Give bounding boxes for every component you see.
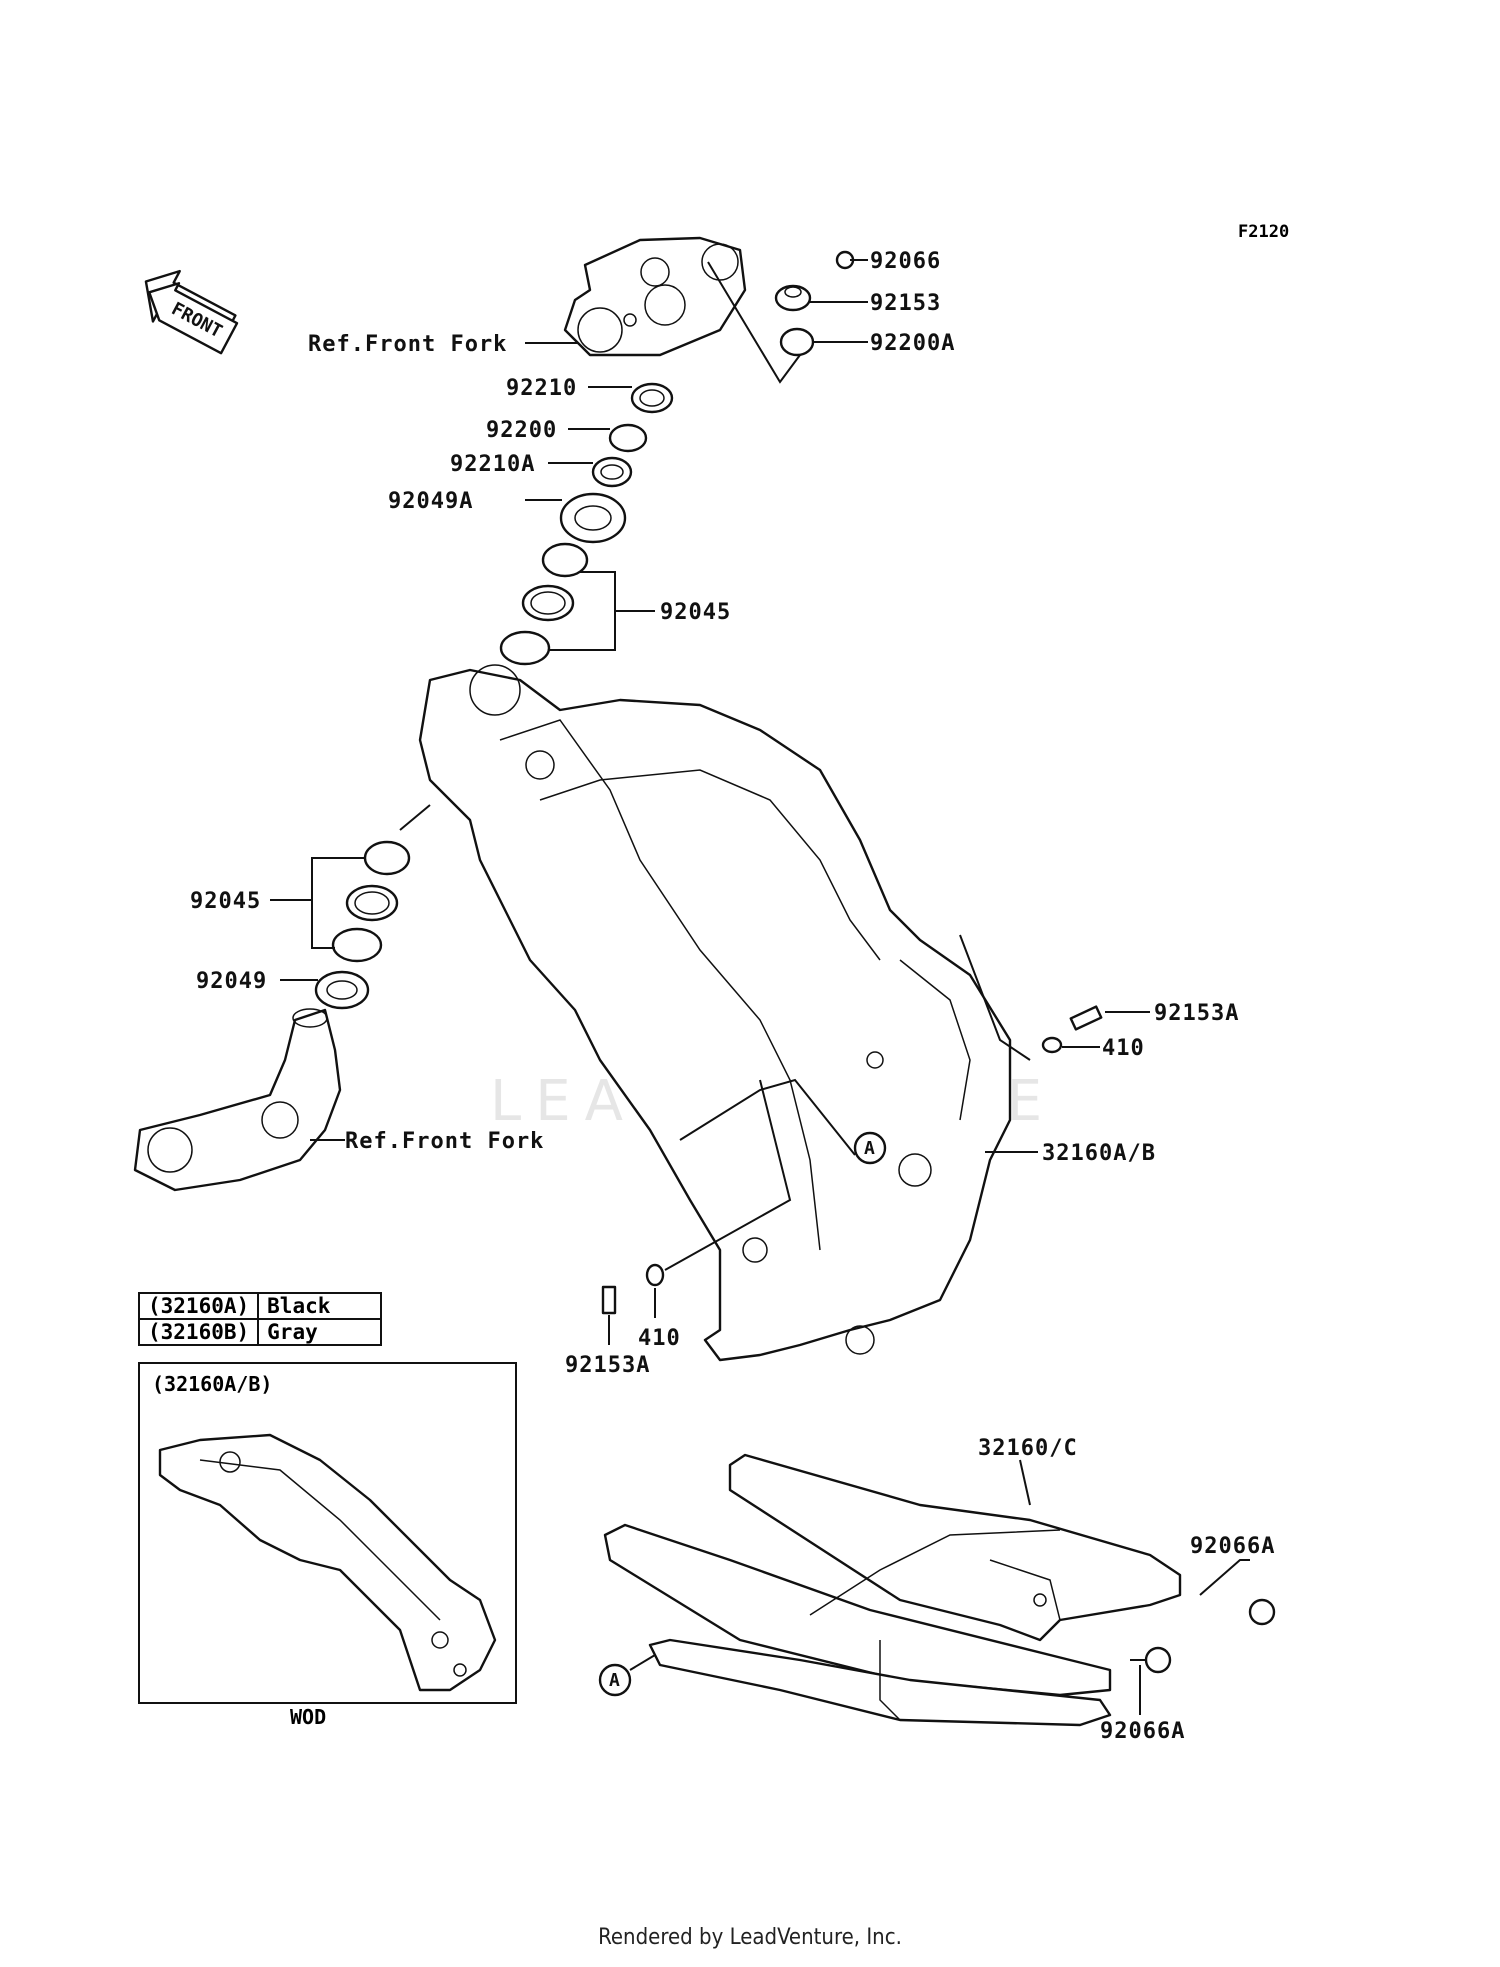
cap-92066A-top-icon — [1248, 1598, 1276, 1626]
washer-410-bottom-icon — [645, 1263, 665, 1287]
washer-410-right-icon — [1041, 1036, 1063, 1054]
color-name-cell: Black — [257, 1292, 383, 1320]
label-ref-front-fork-top: Ref.Front Fork — [308, 332, 507, 357]
cap-92066A-bottom-icon — [1144, 1646, 1172, 1674]
label-92049: 92049 — [196, 969, 267, 994]
upper-triple-clamp — [563, 236, 747, 357]
inset-title: (32160A/B) — [152, 1372, 273, 1396]
label-92153: 92153 — [870, 291, 941, 316]
inset-caption: WOD — [290, 1705, 327, 1729]
nut-92210-icon — [630, 382, 674, 414]
main-frame — [418, 664, 1012, 1362]
nut-92210A-icon — [591, 456, 633, 488]
table-row: (32160A) Black — [137, 1292, 383, 1320]
label-92066: 92066 — [870, 249, 941, 274]
nut-92153-icon — [774, 284, 812, 312]
bearing-top-icon — [521, 584, 575, 622]
bolt-92153A-bottom-icon — [601, 1285, 617, 1315]
label-32160c: 32160/C — [978, 1436, 1078, 1461]
callout-a-sub-text: A — [609, 1670, 620, 1691]
color-table: (32160A) Black (32160B) Gray — [137, 1292, 383, 1346]
race-lower-icon — [363, 840, 411, 876]
sub-frame — [603, 1453, 1182, 1727]
label-410-bottom: 410 — [638, 1326, 681, 1351]
label-92066a-bottom: 92066A — [1100, 1719, 1185, 1744]
label-92049a: 92049A — [388, 489, 473, 514]
washer-92200-icon — [608, 423, 648, 453]
color-name-cell: Gray — [257, 1318, 383, 1346]
seal-92049-icon — [314, 970, 370, 1010]
label-410-right: 410 — [1102, 1036, 1145, 1061]
footer-credit: Rendered by LeadVenture, Inc. — [598, 1925, 902, 1950]
label-32160ab: 32160A/B — [1042, 1141, 1156, 1166]
color-code-cell: (32160B) — [137, 1318, 260, 1346]
callout-a-main-text: A — [864, 1138, 875, 1159]
lower-triple-clamp — [133, 1008, 342, 1192]
label-92200a: 92200A — [870, 331, 955, 356]
diagram-code: F2120 — [1238, 222, 1290, 242]
color-code-cell: (32160A) — [137, 1292, 260, 1320]
seal-92049A-icon — [559, 492, 627, 544]
label-ref-front-fork-bottom: Ref.Front Fork — [345, 1129, 544, 1154]
callout-a-main — [853, 1131, 887, 1165]
label-92200: 92200 — [486, 418, 557, 443]
bearing-lower-icon — [345, 884, 399, 922]
label-92066a-top: 92066A — [1190, 1534, 1275, 1559]
label-92045-left: 92045 — [190, 889, 261, 914]
label-92045-top: 92045 — [660, 600, 731, 625]
race-lower2-icon — [331, 927, 383, 963]
front-arrow-icon: FRONT — [144, 269, 239, 355]
callout-a-sub — [598, 1663, 632, 1697]
inset-frame-drawing — [158, 1433, 497, 1692]
inset-box: (32160A/B) — [138, 1362, 517, 1704]
washer-92200A-icon — [779, 327, 815, 357]
bolt-92153A-right-icon — [1069, 1005, 1103, 1031]
race-top2-icon — [499, 630, 551, 666]
label-92153a-right: 92153A — [1154, 1001, 1239, 1026]
label-92210a: 92210A — [450, 452, 535, 477]
race-top-icon — [541, 542, 589, 578]
label-92153a-bottom: 92153A — [565, 1353, 650, 1378]
label-92210: 92210 — [506, 376, 577, 401]
table-row: (32160B) Gray — [137, 1318, 383, 1346]
